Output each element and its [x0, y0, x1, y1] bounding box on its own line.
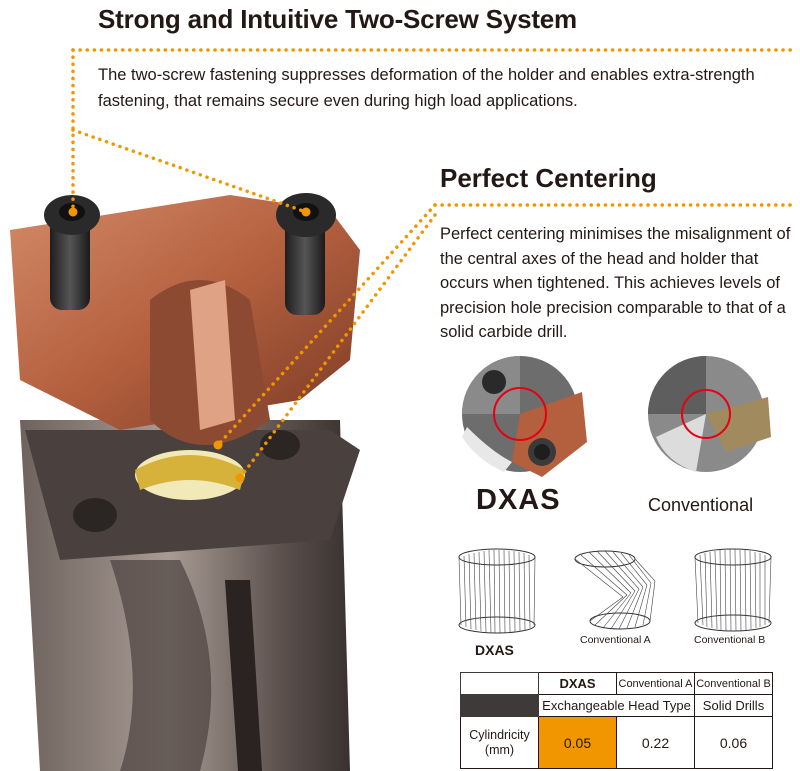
row-label-line1: Cylindricity [469, 727, 530, 742]
table-header-conventional-b: Conventional B [694, 672, 773, 695]
cylindricity-plot-dxas [458, 548, 536, 634]
cylindricity-plot-conventional-a [574, 550, 656, 630]
conventional-a-plot-label: Conventional A [580, 634, 651, 646]
conventional-cross-section-image [648, 356, 771, 472]
table-corner-cell [460, 672, 539, 695]
table-value-dxas: 0.05 [538, 716, 617, 769]
dxas-image-label: DXAS [476, 484, 561, 516]
table-value-conventional-b: 0.06 [694, 716, 773, 769]
section-body-two-screw: The two-screw fastening suppresses defor… [98, 66, 755, 110]
conventional-image-label: Conventional [648, 495, 754, 515]
dxas-plot-label: DXAS [475, 642, 514, 658]
row-label-line2: (mm) [484, 742, 515, 757]
table-corner-cell [460, 694, 539, 717]
table-header-conventional-a: Conventional A [616, 672, 695, 695]
table-value-conventional-a: 0.22 [616, 716, 695, 769]
table-row-label-cylindricity: Cylindricity (mm) [460, 716, 539, 769]
cylindricity-plot-conventional-b [694, 548, 772, 632]
table-type-exchangeable-head: Exchangeable Head Type [538, 694, 695, 717]
dxas-cross-section-image [462, 356, 587, 477]
table-type-solid-drills: Solid Drills [694, 694, 773, 717]
table-header-dxas: DXAS [538, 672, 617, 695]
section-body-centering: Perfect centering minimises the misalign… [440, 225, 791, 341]
section-title-centering: Perfect Centering [440, 163, 657, 193]
cylindricity-table: DXAS Conventional A Conventional B Excha… [460, 672, 773, 769]
conventional-b-plot-label: Conventional B [694, 634, 766, 646]
drill-illustration [10, 193, 360, 771]
section-title-two-screw: Strong and Intuitive Two-Screw System [98, 4, 577, 34]
